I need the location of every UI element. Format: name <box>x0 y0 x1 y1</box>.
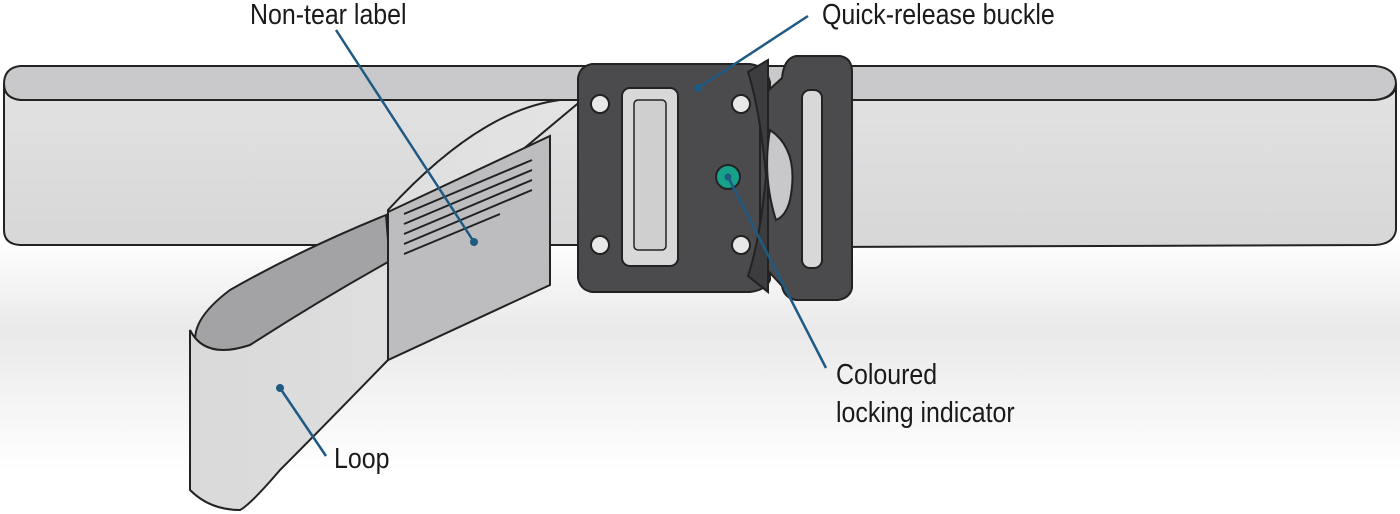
leader-quick-release-buckle <box>697 14 809 90</box>
label-text-lines <box>403 159 533 255</box>
non-tear-label-patch <box>387 134 551 362</box>
label-coloured-indicator-line2: locking indicator <box>836 396 1015 428</box>
label-non-tear-label: Non-tear label <box>250 0 407 30</box>
label-coloured-indicator-line1: Coloured <box>836 358 937 390</box>
label-loop: Loop <box>334 442 389 474</box>
buckle-hole <box>731 235 751 255</box>
leader-dots <box>276 84 732 392</box>
buckle-hole <box>590 94 610 114</box>
leader-lines <box>278 14 828 457</box>
label-quick-release-buckle: Quick-release buckle <box>822 0 1055 30</box>
buckle-lever-cutout <box>766 128 794 222</box>
leader-loop <box>278 387 328 457</box>
belt-right-section <box>814 83 1397 249</box>
buckle-release-lever <box>746 58 769 295</box>
buckle-hole <box>731 94 751 114</box>
buckle-hole <box>590 235 610 255</box>
leader-non-tear-label <box>334 29 476 243</box>
leader-locking-indicator <box>726 176 828 369</box>
